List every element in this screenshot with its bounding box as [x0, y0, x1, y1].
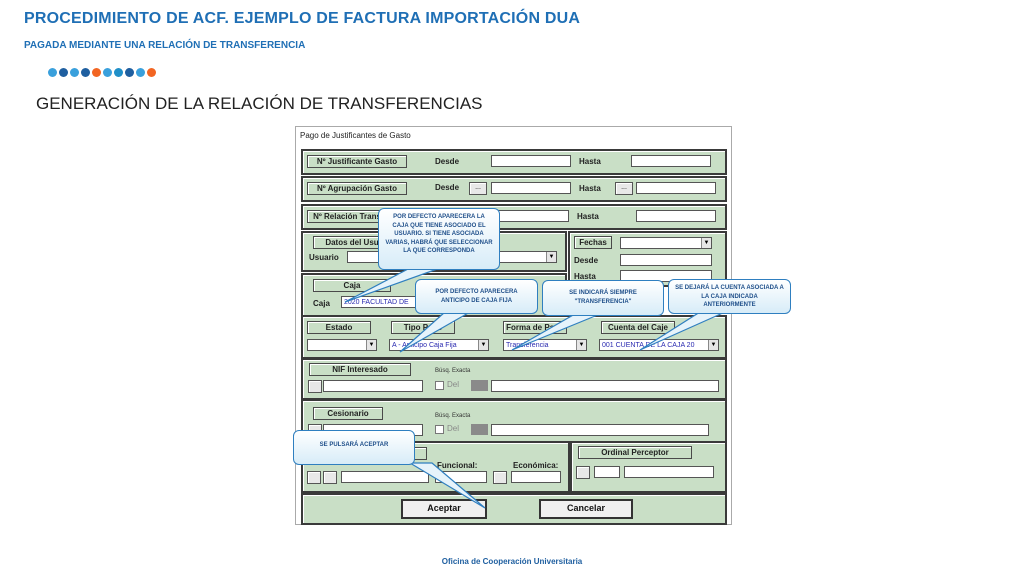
justificante-desde-label: Desde [435, 157, 460, 166]
tail-anticipo [399, 311, 473, 353]
callout-transferencia: SE INDICARÁ SIEMPRE "TRANSFERENCIA" [542, 280, 664, 316]
forma-pago-select[interactable]: Transferencia▼ [503, 339, 587, 351]
agrupacion-label: Nº Agrupación Gasto [307, 182, 407, 195]
tail-cuenta [639, 311, 726, 351]
fechas-hasta-label: Hasta [574, 272, 596, 281]
agrupacion-hasta-label: Hasta [579, 184, 601, 193]
callout-aceptar: SE PULSARÁ ACEPTAR [293, 430, 415, 465]
dot-0 [48, 68, 57, 77]
nif-panel: NIF Interesado Búsq. Exacta Del [301, 358, 727, 400]
dot-7 [125, 68, 134, 77]
estado-select[interactable]: ▼ [307, 339, 377, 351]
ordinal-panel: Ordinal Perceptor [570, 441, 727, 493]
cancelar-button[interactable]: Cancelar [539, 499, 633, 519]
datos-usuario-label: Datos del Usu [313, 236, 391, 249]
decorative-dots [48, 68, 156, 77]
footer-text: Oficina de Cooperación Universitaria [441, 557, 583, 566]
tail-aceptar [407, 462, 486, 509]
callout-cuenta: SE DEJARÁ LA CUENTA ASOCIADA A LA CAJA I… [668, 279, 791, 314]
aplicacion-organica-input[interactable] [341, 471, 429, 483]
dot-4 [92, 68, 101, 77]
economica-button[interactable] [493, 471, 507, 484]
tail-transferencia [511, 313, 601, 351]
agrupacion-desde-label: Desde [435, 183, 460, 192]
buttons-panel: Aceptar Cancelar [301, 493, 727, 525]
cesionario-busq-label: Búsq. Exacta [435, 413, 471, 419]
relacion-hasta-label: Hasta [577, 212, 599, 221]
fechas-label: Fechas [574, 236, 612, 249]
dot-3 [81, 68, 90, 77]
chevron-down-icon[interactable]: ▼ [576, 340, 586, 350]
cesionario-del-checkbox[interactable] [435, 425, 444, 434]
aplicacion-button-2[interactable] [323, 471, 337, 484]
agrupacion-desde-input[interactable] [491, 182, 571, 194]
aceptar-button[interactable]: Aceptar [401, 499, 487, 519]
justificante-desde-input[interactable] [491, 155, 571, 167]
justificante-hasta-label: Hasta [579, 157, 601, 166]
callout-caja-defecto: POR DEFECTO APARECERA LA CAJA QUE TIENE … [378, 208, 500, 270]
cesionario-gray-box [471, 424, 488, 435]
ordinal-name-input[interactable] [624, 466, 714, 478]
fechas-desde-label: Desde [574, 256, 599, 265]
callout-anticipo: POR DEFECTO APARECERA ANTICIPO DE CAJA F… [415, 279, 538, 314]
nif-name-input[interactable] [491, 380, 719, 392]
nif-label: NIF Interesado [309, 363, 411, 376]
nif-del-label: Del [447, 380, 460, 389]
cesionario-name-input[interactable] [491, 424, 709, 436]
nif-search-button[interactable] [308, 380, 322, 393]
dot-6 [114, 68, 123, 77]
nif-gray-box [471, 380, 488, 391]
agrupacion-hasta-input[interactable] [636, 182, 716, 194]
chevron-down-icon[interactable]: ▼ [478, 340, 488, 350]
caja-field-label: Caja [313, 299, 330, 308]
ordinal-code-input[interactable] [594, 466, 620, 478]
chevron-down-icon[interactable]: ▼ [366, 340, 376, 350]
dot-2 [70, 68, 79, 77]
aplicacion-button-1[interactable] [307, 471, 321, 484]
relacion-hasta-input[interactable] [636, 210, 716, 222]
nif-del-checkbox[interactable] [435, 381, 444, 390]
pago-panel: Estado ▼ Tipo Pago A - Anticipo Caja Fij… [301, 315, 727, 359]
fechas-desde-input[interactable] [620, 254, 712, 266]
ordinal-label: Ordinal Perceptor [578, 446, 692, 459]
economica-input[interactable] [511, 471, 561, 483]
slide-title: PROCEDIMIENTO DE ACF. EJEMPLO DE FACTURA… [24, 10, 581, 27]
chevron-down-icon[interactable]: ▼ [546, 252, 556, 262]
agrupacion-desde-search-button[interactable]: ... [469, 182, 487, 195]
section-heading: GENERACIÓN DE LA RELACIÓN DE TRANSFERENC… [36, 94, 483, 113]
cesionario-label: Cesionario [313, 407, 383, 420]
slide-subtitle: PAGADA MEDIANTE UNA RELACIÓN DE TRANSFER… [24, 40, 306, 51]
usuario-label: Usuario [309, 253, 339, 262]
chevron-down-icon[interactable]: ▼ [701, 238, 711, 248]
justificante-hasta-input[interactable] [631, 155, 711, 167]
relacion-panel: Nº Relación Trans Hasta [301, 204, 727, 230]
dialog-title: Pago de Justificantes de Gasto [300, 131, 411, 140]
chevron-down-icon[interactable]: ▼ [708, 340, 718, 350]
economica-label: Económica: [513, 461, 559, 470]
cuenta-caja-label: Cuenta del Caje [601, 321, 675, 334]
justificante-label: Nº Justificante Gasto [307, 155, 407, 168]
ordinal-search-button[interactable] [576, 466, 590, 479]
dot-8 [136, 68, 145, 77]
justificante-panel: Nº Justificante Gasto Desde Hasta [301, 149, 727, 175]
fechas-select[interactable]: ▼ [620, 237, 712, 249]
funcional-label: Funcional: [437, 461, 478, 470]
dot-1 [59, 68, 68, 77]
dot-5 [103, 68, 112, 77]
agrupacion-hasta-search-button[interactable]: ... [615, 182, 633, 195]
nif-busq-label: Búsq. Exacta [435, 368, 471, 374]
nif-input[interactable] [323, 380, 423, 392]
agrupacion-panel: Nº Agrupación Gasto Desde ... Hasta ... [301, 176, 727, 202]
cesionario-del-label: Del [447, 424, 460, 433]
dot-9 [147, 68, 156, 77]
estado-label: Estado [307, 321, 371, 334]
